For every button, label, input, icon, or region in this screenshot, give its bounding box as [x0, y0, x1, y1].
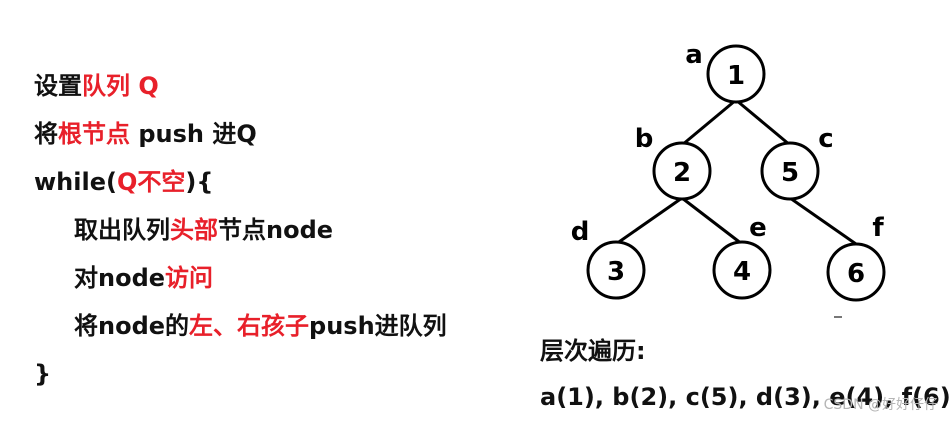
code-highlight: Q不空: [116, 168, 186, 196]
code-highlight: 左、右孩子: [189, 312, 310, 340]
node-value: 3: [607, 257, 625, 287]
code-highlight: 头部: [170, 216, 218, 244]
edge-5-6: [789, 196, 857, 246]
code-text: 将node的: [74, 312, 190, 340]
node-letter-a: a: [685, 40, 703, 70]
node-letter-b: b: [635, 124, 654, 154]
node-letter-e: e: [749, 213, 767, 243]
watermark: CSDN @好好仔仔: [823, 397, 938, 413]
tree-node-1: 1: [706, 44, 766, 104]
code-highlight: 访问: [165, 264, 214, 292]
node-value: 4: [733, 257, 751, 287]
code-text: 对node: [74, 264, 166, 292]
code-highlight: 队列 Q: [82, 72, 159, 100]
code-highlight: 根节点: [58, 120, 130, 148]
code-line-4: 取出队列头部节点node: [34, 206, 447, 254]
code-line-3: while(Q不空){: [34, 158, 447, 206]
code-text: push 进Q: [130, 120, 257, 148]
tree-edges: [615, 98, 857, 246]
code-line-7: }: [34, 360, 52, 388]
stray-mark: [834, 316, 842, 318]
node-letter-f: f: [872, 213, 884, 243]
code-text: 取出队列: [74, 216, 170, 244]
edge-1-5: [735, 98, 791, 147]
tree-node-2: 2: [652, 141, 712, 201]
tree-node-3: 3: [586, 240, 646, 300]
node-letter-d: d: [571, 217, 590, 247]
tree-node-4: 4: [712, 240, 772, 300]
code-line-6: 将node的左、右孩子push进队列: [34, 302, 447, 350]
tree-node-5: 5: [760, 141, 820, 201]
traversal-order: a(1), b(2), c(5), d(3), e(4), f(6): [540, 383, 951, 411]
node-letter-c: c: [818, 124, 833, 154]
edge-1-2: [681, 98, 737, 147]
traversal-title: 层次遍历:: [540, 337, 646, 365]
code-text: 将: [34, 120, 58, 148]
tree-node-6: 6: [826, 242, 886, 302]
code-text: push进队列: [309, 312, 447, 340]
traversal-block: 层次遍历: a(1), b(2), c(5), d(3), e(4), f(6): [540, 328, 951, 420]
node-value: 5: [781, 158, 799, 188]
pseudocode-block: 设置队列 Q 将根节点 push 进Q while(Q不空){ 取出队列头部节点…: [34, 62, 447, 398]
node-value: 6: [847, 259, 865, 289]
node-value: 2: [673, 158, 691, 188]
code-line-5: 对node访问: [34, 254, 447, 302]
node-value: 1: [727, 61, 745, 91]
code-line-1: 设置队列 Q: [34, 62, 447, 110]
code-text: 设置: [34, 72, 82, 100]
edge-2-3: [615, 196, 683, 246]
code-text: 节点node: [218, 216, 334, 244]
edge-2-4: [681, 196, 743, 246]
code-text: ){: [185, 168, 214, 196]
code-text: while(: [34, 168, 117, 196]
code-line-2: 将根节点 push 进Q: [34, 110, 447, 158]
